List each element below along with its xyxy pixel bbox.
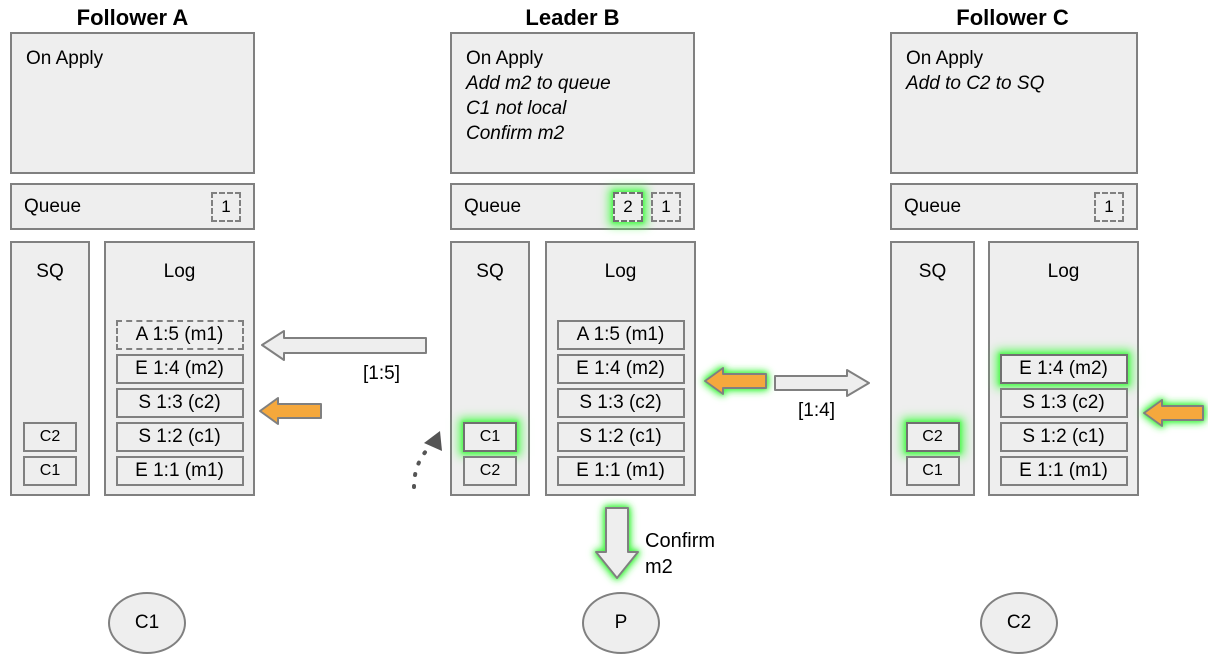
log-entry: S 1:2 (c1) — [999, 422, 1128, 452]
replicate-label-a-b: [1:5] — [363, 363, 400, 384]
log-stack: E 1:4 (m2) S 1:3 (c2) S 1:2 (c1) E 1:1 (… — [990, 354, 1137, 486]
queue-panel-leader-b: Queue 2 1 — [450, 183, 695, 230]
log-entry: S 1:3 (c2) — [556, 388, 685, 418]
queue-panel-follower-a: Queue 1 — [10, 183, 255, 230]
log-panel-follower-c: Log E 1:4 (m2) S 1:3 (c2) S 1:2 (c1) E 1… — [988, 241, 1139, 496]
log-header: Log — [604, 261, 637, 282]
on-apply-line: Confirm m2 — [466, 123, 565, 144]
confirm-label-line2: m2 — [645, 556, 673, 578]
log-entry: S 1:3 (c2) — [999, 388, 1128, 418]
on-apply-panel-follower-a: On Apply — [10, 32, 255, 174]
queue-label: Queue — [464, 195, 522, 217]
replicate-label-b-c: [1:4] — [798, 400, 835, 421]
on-apply-line: Add to C2 to SQ — [906, 73, 1045, 94]
log-panel-leader-b: Log A 1:5 (m1) E 1:4 (m2) S 1:3 (c2) S 1… — [545, 241, 696, 496]
client-label: C2 — [1006, 612, 1032, 633]
log-entry: E 1:4 (m2) — [556, 354, 685, 384]
client-label: C1 — [134, 612, 160, 633]
sq-item: C2 — [23, 422, 77, 452]
queue-panel-follower-c: Queue 1 — [890, 183, 1138, 230]
queue-label: Queue — [24, 195, 82, 217]
replicate-arrow-b-to-c — [774, 369, 870, 397]
log-panel-follower-a: Log A 1:5 (m1) E 1:4 (m2) S 1:3 (c2) S 1… — [104, 241, 255, 496]
on-apply-line: On Apply — [466, 48, 544, 69]
log-entry: E 1:1 (m1) — [556, 456, 685, 486]
log-header: Log — [163, 261, 196, 282]
orange-arrow-highlighted-leader-b — [704, 367, 767, 395]
on-apply-line: On Apply — [26, 48, 104, 69]
confirm-label: Confirm m2 — [645, 528, 715, 580]
log-stack: A 1:5 (m1) E 1:4 (m2) S 1:3 (c2) S 1:2 (… — [106, 320, 253, 486]
client-label: P — [614, 612, 628, 633]
client-node-c2: C2 — [980, 592, 1058, 654]
log-entry: E 1:1 (m1) — [999, 456, 1128, 486]
confirm-arrow-leader-b — [595, 507, 639, 579]
sq-item-highlighted: C2 — [905, 422, 960, 452]
node-title-follower-a: Follower A — [76, 5, 189, 30]
sq-header: SQ — [36, 261, 64, 282]
queue-slot-highlighted: 2 — [613, 191, 643, 222]
on-apply-line: Add m2 to queue — [466, 73, 611, 94]
queue-slot: 1 — [1094, 191, 1124, 222]
log-entry: E 1:1 (m1) — [115, 456, 244, 486]
sq-panel-follower-a: SQ C2 C1 — [10, 241, 90, 496]
log-entry: S 1:2 (c1) — [115, 422, 244, 452]
node-title-leader-b: Leader B — [525, 5, 620, 30]
sq-item: C2 — [463, 456, 517, 486]
sq-item: C1 — [905, 456, 960, 486]
client-node-p: P — [582, 592, 660, 654]
orange-arrow-follower-a — [259, 397, 322, 425]
queue-slot: 1 — [651, 191, 681, 222]
sq-stack: C2 C1 — [892, 422, 973, 486]
sq-panel-leader-b: SQ C1 C2 — [450, 241, 530, 496]
log-stack: A 1:5 (m1) E 1:4 (m2) S 1:3 (c2) S 1:2 (… — [547, 320, 694, 486]
replicate-arrow-b-to-a — [261, 330, 427, 361]
client-node-c1: C1 — [108, 592, 186, 654]
log-entry: E 1:4 (m2) — [115, 354, 244, 384]
sq-item: C1 — [23, 456, 77, 486]
on-apply-line: On Apply — [906, 48, 984, 69]
orange-arrow-highlighted-follower-c — [1143, 399, 1204, 427]
queue-label: Queue — [904, 195, 962, 217]
log-entry: A 1:5 (m1) — [556, 320, 685, 350]
queue-slot: 1 — [211, 191, 241, 222]
sq-stack: C2 C1 — [12, 422, 88, 486]
dotted-pointer-arrow-leader-b-sq — [412, 431, 442, 489]
on-apply-line: C1 not local — [466, 98, 567, 119]
log-header: Log — [1047, 261, 1080, 282]
confirm-label-line1: Confirm — [645, 530, 716, 552]
log-entry: S 1:3 (c2) — [115, 388, 244, 418]
sq-header: SQ — [918, 261, 947, 282]
log-entry: S 1:2 (c1) — [556, 422, 685, 452]
node-title-follower-c: Follower C — [956, 5, 1069, 30]
sq-item-highlighted: C1 — [463, 422, 517, 452]
on-apply-panel-leader-b: On Apply Add m2 to queue C1 not local Co… — [450, 32, 695, 174]
sq-stack: C1 C2 — [452, 422, 528, 486]
sq-header: SQ — [476, 261, 504, 282]
sq-panel-follower-c: SQ C2 C1 — [890, 241, 975, 496]
on-apply-panel-follower-c: On Apply Add to C2 to SQ — [890, 32, 1138, 174]
log-entry: A 1:5 (m1) — [115, 320, 244, 350]
log-entry-highlighted: E 1:4 (m2) — [999, 354, 1128, 384]
